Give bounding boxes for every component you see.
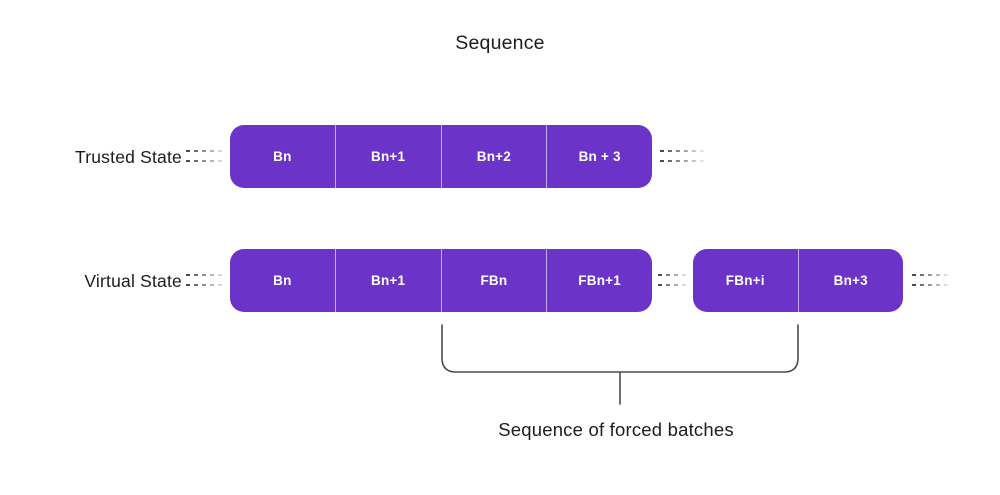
batch-cell: Bn+1 [334,125,441,188]
dash-line [912,274,950,276]
batch-cell: FBn+1 [546,249,652,312]
dashed-connector-right-virtual [912,274,950,286]
batch-cell: Bn [273,149,292,164]
trusted-state-block: Bn Bn+1 Bn+2 Bn + 3 [230,125,652,188]
dash-line [912,284,950,286]
batch-cell: Bn+1 [334,249,441,312]
dash-line [186,274,226,276]
dashed-connector-left-virtual [186,274,226,286]
dash-line [660,150,705,152]
row-label-virtual-state: Virtual State [84,271,182,291]
dashed-connector-left-trusted [186,150,226,162]
dashed-connector-right-trusted [660,150,705,162]
batch-cell: FBn [440,249,547,312]
batch-cell: Bn+3 [797,249,904,312]
dashed-connector-mid-virtual [658,274,688,286]
dash-line [186,150,226,152]
dash-line [186,284,226,286]
diagram-title: Sequence [455,32,545,54]
virtual-state-block-2: FBn+i Bn+3 [693,249,903,312]
dash-line [660,160,705,162]
row-label-trusted-state: Trusted State [74,147,182,167]
batch-cell: Bn+2 [440,125,547,188]
batch-cell: Bn + 3 [546,125,652,188]
batch-cell: Bn [273,273,292,288]
forced-batches-annotation: Sequence of forced batches [498,419,734,440]
dash-line [658,274,688,276]
virtual-state-block-1: Bn Bn+1 FBn FBn+1 [230,249,652,312]
batch-cell: FBn+i [725,273,765,288]
dash-line [658,284,688,286]
dash-line [186,160,226,162]
